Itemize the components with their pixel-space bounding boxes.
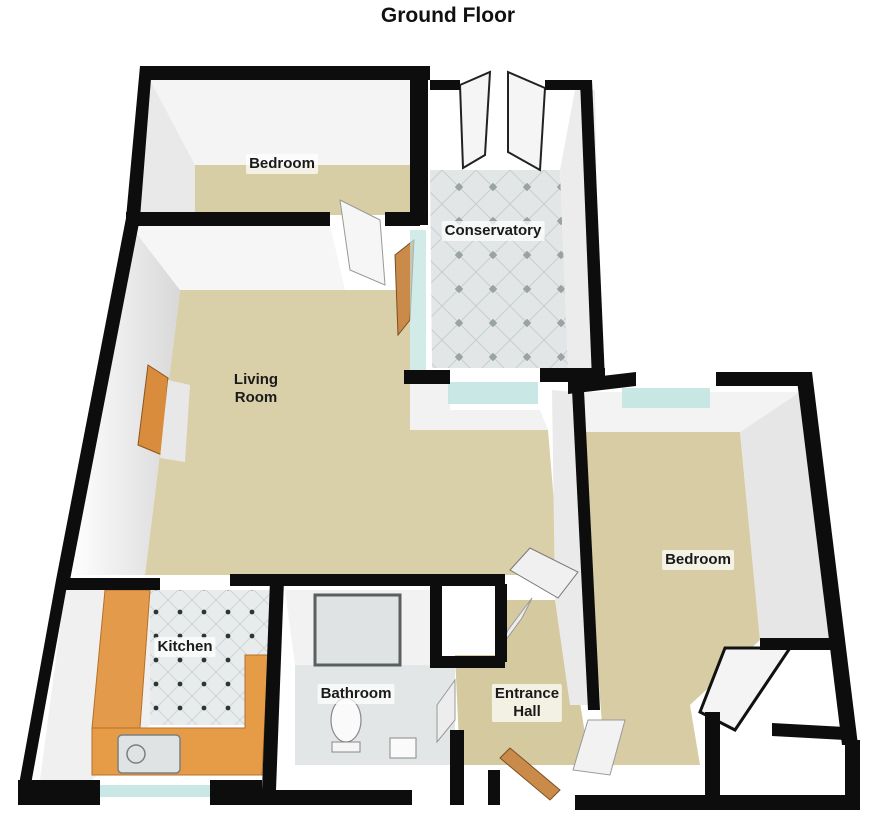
- room-label-entrance-line2: Hall: [513, 703, 541, 720]
- hall-left-wall: [552, 390, 590, 705]
- living-left-wall: [70, 225, 180, 575]
- conservatory-glass-wall: [410, 230, 426, 370]
- room-label-bedroom-right: Bedroom: [662, 550, 734, 570]
- toilet-cistern: [331, 741, 361, 753]
- room-label-entrance-hall: Entrance Hall: [491, 684, 563, 722]
- kitchen-floor: [150, 590, 270, 725]
- hall-vent-unit: [509, 547, 579, 599]
- room-label-entrance-line1: Entrance: [494, 685, 560, 702]
- room-label-bathroom: Bathroom: [317, 684, 395, 704]
- basin: [389, 737, 417, 759]
- room-label-conservatory: Conservatory: [441, 221, 545, 241]
- shower-enclosure: [313, 593, 402, 667]
- conservatory-floor: [430, 170, 568, 368]
- conservatory-french-door-left: [458, 70, 492, 170]
- sink-drain: [126, 744, 146, 764]
- room-label-kitchen: Kitchen: [154, 637, 216, 657]
- bedroom-top-back-wall: [150, 80, 410, 165]
- bathroom-door: [436, 678, 456, 744]
- kitchen-sink: [117, 734, 181, 774]
- bedroom-right-door: [572, 719, 626, 776]
- front-door: [499, 747, 561, 801]
- floor-title: Ground Floor: [380, 4, 516, 27]
- living-back-wall: [130, 225, 345, 290]
- wall-tops: [18, 66, 860, 810]
- room-label-bedroom-top: Bedroom: [246, 154, 318, 174]
- toilet: [330, 697, 362, 743]
- conservatory-window-bottom: [448, 382, 538, 404]
- kitchen-window: [95, 785, 210, 797]
- bedroom-top-floor: [195, 165, 410, 215]
- bedroom-right-window: [622, 388, 710, 408]
- living-right-lower-wall: [410, 380, 548, 430]
- bathroom-floor: [295, 665, 455, 765]
- room-label-living-line2: Room: [234, 389, 278, 406]
- conservatory-french-door-right: [507, 70, 547, 172]
- bedroom-top-door: [339, 199, 386, 286]
- hearth: [160, 380, 190, 462]
- entrance-hall-floor: [440, 600, 590, 765]
- living-room-floor: [145, 290, 560, 575]
- room-label-living-room: Living Room: [231, 370, 281, 408]
- room-label-living-line1: Living: [233, 371, 279, 388]
